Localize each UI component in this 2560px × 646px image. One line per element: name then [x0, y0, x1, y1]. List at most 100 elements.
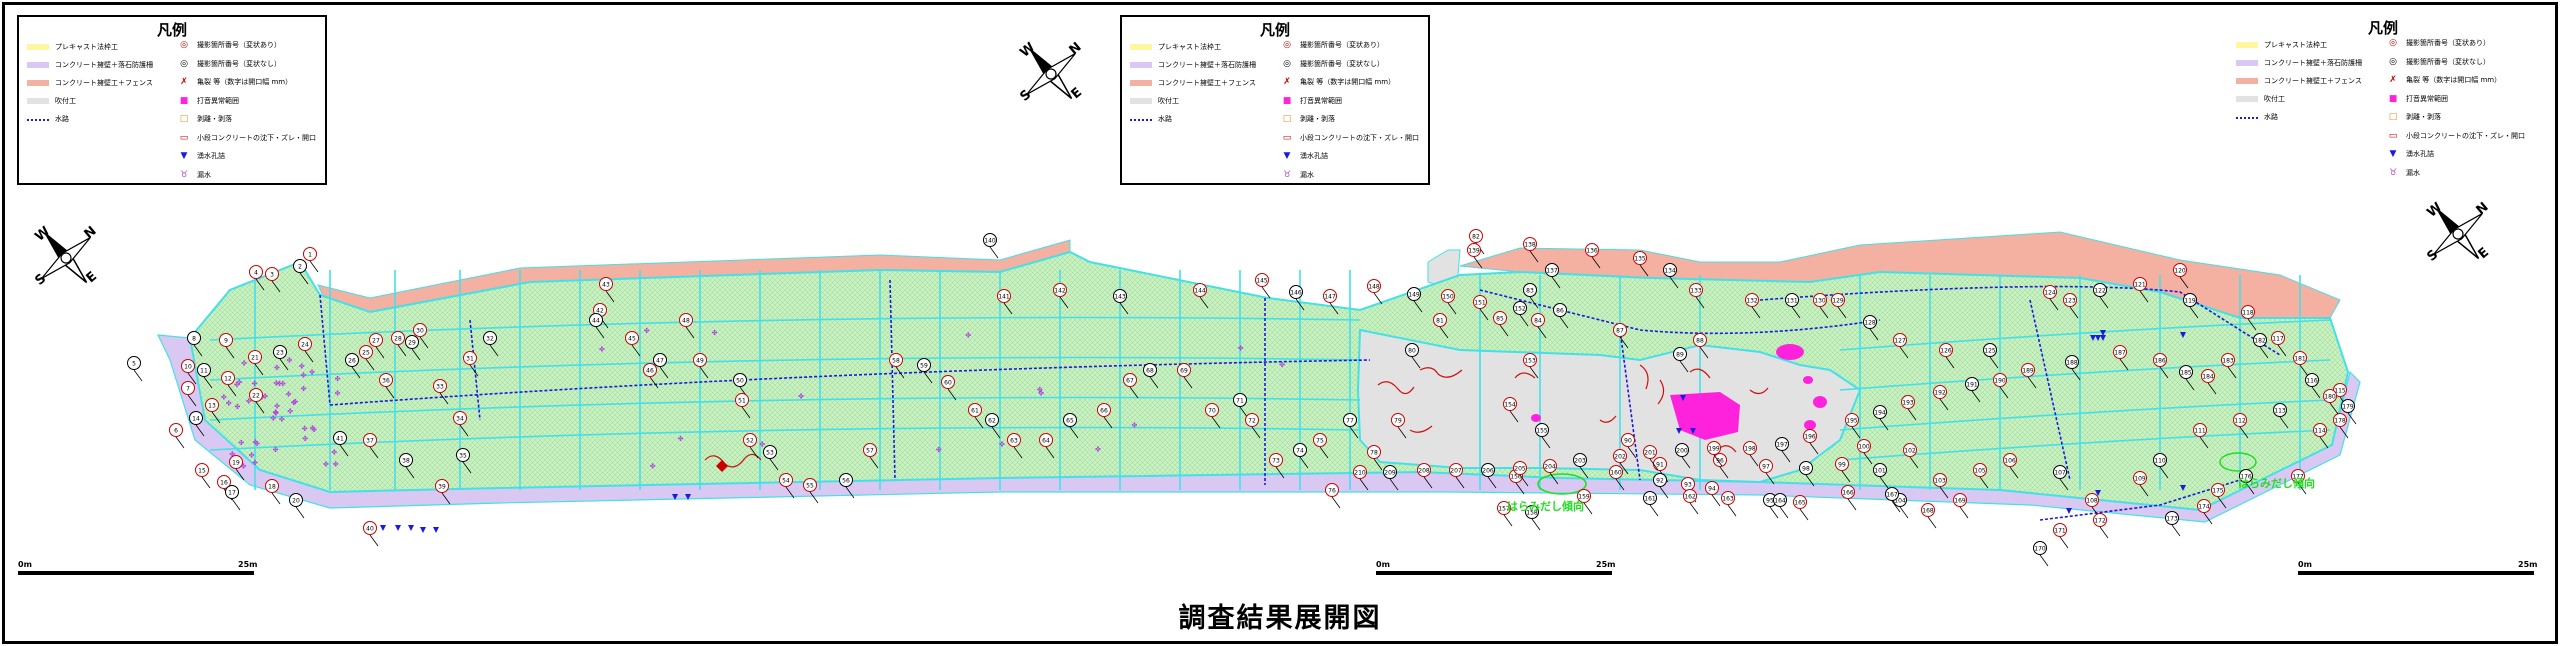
legend-label: 撮影箇所番号（変状なし）	[2406, 57, 2490, 66]
marker-leader-line	[1373, 292, 1383, 305]
marker-number: 165	[1794, 500, 1806, 507]
marker-number: 22	[252, 393, 260, 400]
square-magenta-icon: ■	[2388, 93, 2398, 104]
photo-marker-icon: 133	[1689, 283, 1705, 309]
crack-red-icon: ✗	[1283, 77, 1291, 87]
marker-number: 152	[1514, 306, 1526, 313]
marker-number: 68	[1146, 368, 1154, 375]
marker-number: 32	[486, 336, 494, 343]
marker-leader-line	[869, 456, 879, 469]
marker-circle	[1921, 503, 1935, 517]
marker-number: 159	[1578, 494, 1590, 501]
photo-marker-icon: 119	[2183, 293, 2199, 319]
marker-number: 4	[254, 270, 258, 277]
marker-circle	[303, 247, 317, 261]
marker-number: 102	[1904, 448, 1916, 455]
marker-leader-line	[235, 468, 245, 481]
marker-circle	[289, 493, 303, 507]
marker-circle	[589, 313, 603, 327]
marker-leader-line	[2139, 484, 2149, 497]
leak-icon: ✤	[229, 451, 235, 459]
photo-marker-icon: 63	[1007, 433, 1023, 459]
marker-circle	[1063, 413, 1077, 427]
marker-leader-line	[2139, 290, 2149, 303]
photo-marker-icon: 207	[1449, 463, 1465, 489]
marker-number: 21	[251, 355, 259, 362]
marker-circle	[1497, 501, 1511, 515]
photo-marker-icon: 181	[2293, 351, 2309, 377]
marker-circle	[889, 353, 903, 367]
marker-number: 71	[1236, 398, 1244, 405]
photo-marker-icon: 54	[779, 473, 795, 499]
photo-marker-icon: 192	[1933, 385, 1949, 411]
marker-number: 153	[1524, 358, 1536, 365]
legend-swatch	[2236, 96, 2258, 102]
leak-icon: ✤	[273, 409, 279, 417]
marker-number: 187	[2114, 350, 2126, 357]
photo-marker-icon: 175	[2211, 483, 2227, 509]
marker-number: 110	[2154, 458, 2166, 465]
leak-icon: ✤	[1037, 386, 1043, 394]
marker-leader-line	[133, 369, 143, 382]
drain-clogged-icon	[2095, 490, 2101, 496]
marker-number: 108	[2086, 498, 2098, 505]
marker-circle	[333, 431, 347, 445]
legend-title: 凡例	[2367, 19, 2398, 37]
marker-circle	[405, 335, 419, 349]
marker-number: 145	[1256, 278, 1268, 285]
marker-circle	[2241, 305, 2255, 319]
marker-leader-line	[1359, 478, 1369, 491]
photo-marker-icon: 83	[1523, 283, 1539, 309]
marker-leader-line	[1295, 298, 1305, 311]
marker-leader-line	[1959, 506, 1969, 519]
photo-marker-icon: 163	[1721, 491, 1737, 517]
photo-marker-icon: 154	[1503, 397, 1519, 423]
marker-circle	[1007, 433, 1021, 447]
marker-circle	[1367, 279, 1381, 293]
marker-circle	[1745, 293, 1759, 307]
photo-marker-icon: 161	[1643, 491, 1659, 517]
leak-icon: ✤	[333, 461, 339, 469]
photo-marker-icon: 14	[189, 411, 205, 437]
marker-circle	[1643, 445, 1657, 459]
marker-number: 140	[984, 238, 996, 245]
marker-leader-line	[1537, 326, 1547, 339]
marker-leader-line	[195, 424, 205, 437]
marker-leader-line	[1559, 316, 1569, 329]
marker-leader-line	[1519, 314, 1529, 327]
marker-leader-line	[769, 458, 779, 471]
marker-number: 190	[1994, 378, 2006, 385]
marker-leader-line	[631, 344, 641, 357]
marker-leader-line	[1837, 306, 1847, 319]
marker-number: 192	[1934, 390, 1946, 397]
marker-number: 59	[920, 363, 928, 370]
legend-label: 剥離・剥落	[1300, 115, 1335, 123]
marker-circle	[1721, 491, 1735, 505]
marker-leader-line	[989, 246, 999, 259]
marker-number: 88	[1696, 338, 1704, 345]
leak-icon: ✤	[221, 394, 227, 402]
photo-marker-icon: 31	[463, 351, 479, 377]
marker-leader-line	[254, 363, 264, 376]
marker-number: 85	[1496, 316, 1504, 323]
legend-swatch	[1130, 119, 1152, 121]
marker-leader-line	[2049, 298, 2059, 311]
photo-marker-icon: 55	[803, 478, 819, 504]
marker-number: 95	[1766, 498, 1774, 505]
marker-circle	[1613, 449, 1627, 463]
marker-circle	[1245, 413, 1259, 427]
photo-marker-icon: 99	[1835, 457, 1851, 483]
marker-circle	[2033, 541, 2047, 555]
marker-leader-line	[469, 364, 479, 377]
photo-marker-icon: 66	[1097, 403, 1113, 429]
marker-circle	[195, 463, 209, 477]
marker-number: 201	[1644, 450, 1656, 457]
marker-number: 58	[892, 358, 900, 365]
marker-leader-line	[1939, 398, 1949, 411]
marker-circle	[1193, 283, 1207, 297]
marker-circle	[1391, 413, 1405, 427]
marker-circle	[2153, 353, 2167, 367]
marker-leader-line	[1649, 504, 1659, 517]
photo-marker-icon: 39	[435, 479, 451, 505]
photo-marker-icon: 151	[1473, 295, 1489, 321]
